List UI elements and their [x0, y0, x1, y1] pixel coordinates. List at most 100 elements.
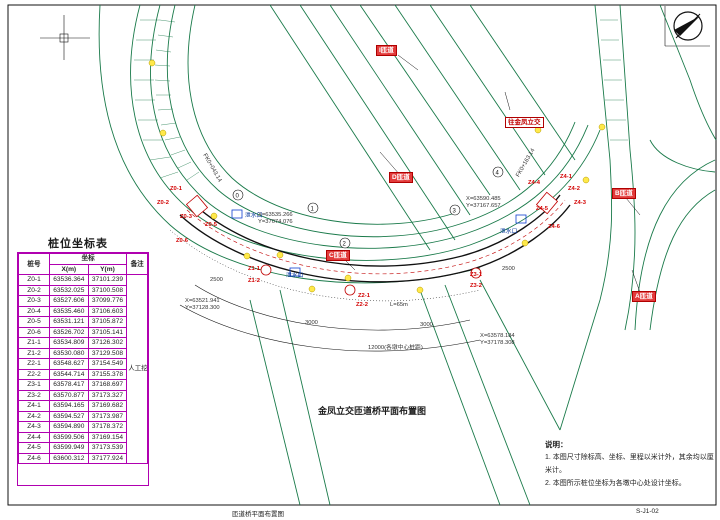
table-cell-x: 63599.506 [48, 431, 89, 443]
ramp-tag-main: 往金凤立交 [505, 117, 544, 128]
pier-number-text: 4 [496, 171, 500, 177]
span-label: 2500 [210, 277, 223, 283]
table-cell-id: Z2-1 [18, 358, 50, 370]
leader-lines [339, 54, 643, 299]
dimension-lines [179, 284, 481, 352]
table-cell-id: Z1-2 [18, 347, 50, 359]
pier-number-circles [232, 166, 504, 249]
pile-label: Z0-2 [157, 200, 169, 206]
table-cell-y: 37126.302 [87, 337, 128, 349]
table-cell-y: 37169.682 [87, 400, 128, 412]
table-cell-id: Z0-4 [18, 305, 50, 317]
drawing-number: S-J1-02 [636, 508, 659, 515]
span-label: 2500 [502, 266, 515, 272]
table-cell-y: 37105.872 [87, 316, 128, 328]
pier-number-text: 2 [343, 242, 347, 248]
table-cell-x: 63526.702 [48, 326, 89, 338]
table-cell-x: 63535.460 [48, 305, 89, 317]
table-cell-id: Z0-1 [18, 274, 50, 286]
span-label: 3000 [305, 320, 318, 326]
ramp-tag-a: A匝道 [632, 291, 656, 302]
coord-label: X=63578.184 Y=37178.308 [480, 333, 515, 346]
table-cell-x: 63532.025 [48, 284, 89, 296]
table-cell-id: Z4-6 [18, 452, 50, 464]
crosshair-icon [40, 15, 90, 60]
notes: 说明： 1. 本图尺寸除标高、坐标、里程以米计外，其余均以厘米计。 2. 本图所… [545, 438, 715, 490]
note-item: 1. 本图尺寸除标高、坐标、里程以米计外，其余均以厘米计。 [545, 454, 714, 474]
table-cell-x: 63527.606 [48, 295, 89, 307]
length-label: L=65m [390, 302, 408, 308]
table-cell-y: 37173.987 [87, 410, 128, 422]
bridge-deck-dash [186, 199, 566, 275]
pile-label: Z0-6 [176, 238, 188, 244]
table-cell-y: 37173.539 [87, 442, 128, 454]
coord-label: X=63521.941 Y=37128.300 [185, 298, 220, 311]
header-coord: 坐标 [48, 253, 128, 265]
pile-label: Z0-1 [170, 186, 182, 192]
table-cell-y: 37178.372 [87, 421, 128, 433]
table-cell-x: 63600.312 [48, 452, 89, 464]
slope-hatching [134, 19, 200, 181]
header-pile: 桩号 [18, 253, 50, 275]
pile-label: Z3-1 [470, 272, 482, 278]
header-y: Y(m) [87, 263, 128, 275]
right-ramp [559, 4, 717, 431]
north-arrow-icon [664, 6, 710, 47]
drawing-title: 金凤立交匝道桥平面布置图 [318, 407, 427, 417]
note-item: 2. 本图所示桩位坐标为各墩中心处设计坐标。 [545, 480, 686, 487]
table-cell-id: Z4-3 [18, 421, 50, 433]
table-cell-x: 63599.949 [48, 442, 89, 454]
pile-label: Z1-2 [248, 278, 260, 284]
table-cell-x: 63594.165 [48, 400, 89, 412]
pile-label: Z4-6 [548, 224, 560, 230]
drain-label: 泄水口 [500, 229, 518, 235]
table-cell-y: 37129.508 [87, 347, 128, 359]
table-cell-remark: 人工挖孔桩 [126, 274, 148, 464]
pile-label: Z4-2 [568, 186, 580, 192]
drain-label: 泄水口 [245, 213, 263, 219]
table-cell-x: 63570.877 [48, 389, 89, 401]
table-cell-x: 63544.714 [48, 368, 89, 380]
coord-label: X=63590.485 Y=37167.657 [466, 196, 501, 209]
table-cell-id: Z1-1 [18, 337, 50, 349]
ramp-tag-c: C匝道 [326, 250, 350, 261]
coord-label: X=63535.266 Y=37074.076 [258, 212, 293, 225]
pile-label: Z2-1 [358, 293, 370, 299]
table-cell-y: 37168.697 [87, 379, 128, 391]
table-cell-x: 63534.809 [48, 337, 89, 349]
table-cell-y: 37154.549 [87, 358, 128, 370]
table-cell-x: 63594.527 [48, 410, 89, 422]
table-cell-id: Z4-2 [18, 410, 50, 422]
survey-points [148, 59, 606, 294]
right-slope-hatching [600, 19, 628, 141]
pier-number-text: 1 [311, 207, 315, 213]
header-remark: 备注 [126, 253, 148, 275]
pile-label: Z3-2 [470, 283, 482, 289]
ramp-tag-b: B匝道 [612, 188, 636, 199]
table-title: 桩位坐标表 [48, 237, 108, 250]
table-cell-x: 63578.417 [48, 379, 89, 391]
pile-label: Z4-1 [560, 174, 572, 180]
table-cell-id: Z0-2 [18, 284, 50, 296]
pile-label: Z4-5 [536, 206, 548, 212]
pier-markers [185, 191, 559, 296]
table-cell-x: 63594.890 [48, 421, 89, 433]
pier-number-text: 0 [236, 194, 240, 200]
pier-number-text: 3 [453, 209, 457, 215]
table-cell-x: 63548.627 [48, 358, 89, 370]
span-label: 3000 [420, 322, 433, 328]
pile-label: Z1-1 [248, 266, 260, 272]
table-cell-x: 63531.121 [48, 316, 89, 328]
header-x: X(m) [48, 263, 89, 275]
table-cell-id: Z4-4 [18, 431, 50, 443]
table-cell-y: 37173.327 [87, 389, 128, 401]
drain-label: 泄水口 [286, 273, 304, 279]
table-cell-id: Z3-1 [18, 379, 50, 391]
table-cell-id: Z0-5 [18, 316, 50, 328]
table-cell-id: Z2-2 [18, 368, 50, 380]
table-cell-y: 37177.924 [87, 452, 128, 464]
table-cell-x: 63536.364 [48, 274, 89, 286]
